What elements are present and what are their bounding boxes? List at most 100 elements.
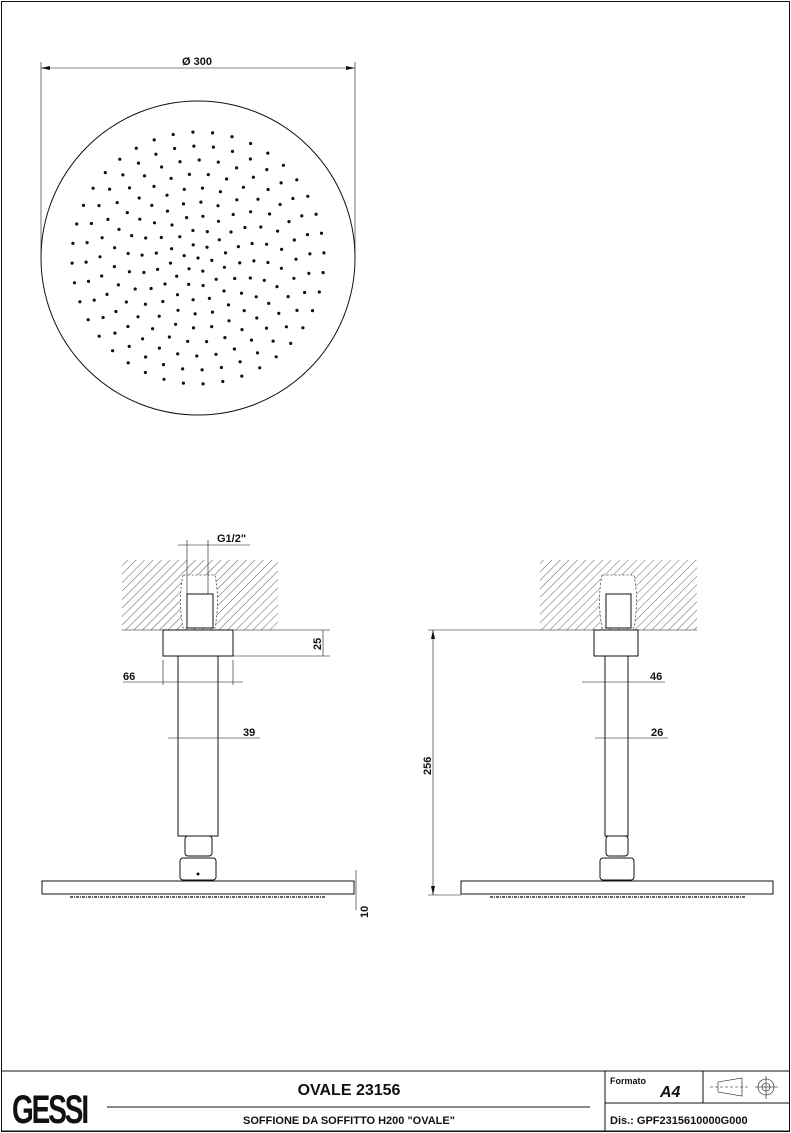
product-title: OVALE 23156 xyxy=(298,1082,401,1099)
nozzle-dot xyxy=(117,227,121,231)
nozzle-dot xyxy=(307,271,311,275)
nozzle-dot xyxy=(222,289,226,293)
nozzle-dot xyxy=(266,151,270,155)
nozzle-dot xyxy=(154,251,158,255)
nozzle-dot xyxy=(136,315,140,319)
nozzle-dot xyxy=(84,260,88,264)
nozzle-dot xyxy=(266,260,270,265)
nozzle-dot xyxy=(154,152,158,156)
nozzle-dot xyxy=(218,190,222,194)
nozzle-dot xyxy=(137,196,141,200)
nozzle-dot xyxy=(114,309,118,314)
nozzle-dot xyxy=(251,175,255,179)
flange-diameter-label: 66 xyxy=(123,671,135,683)
nozzle-dot xyxy=(221,379,225,384)
nozzle-dot xyxy=(113,246,117,250)
nozzle-dot xyxy=(201,214,205,218)
nozzle-dot xyxy=(152,221,157,225)
nozzle-dot xyxy=(276,229,280,233)
nozzle-dot xyxy=(108,187,112,191)
nozzle-dot xyxy=(97,204,101,208)
nozzle-dot xyxy=(127,344,131,348)
shower-plate xyxy=(460,880,774,895)
nozzle-dot xyxy=(185,216,189,220)
nozzle-dot xyxy=(279,266,283,270)
ceiling-arm-pipe xyxy=(604,655,629,837)
nozzle-dot xyxy=(225,177,229,181)
nozzle-dot xyxy=(231,212,235,217)
nozzle-dot xyxy=(211,131,215,135)
nozzle-dot xyxy=(171,132,175,137)
nozzle-dot xyxy=(303,290,307,295)
nozzle-dot xyxy=(81,203,86,207)
nozzle-dot xyxy=(130,234,134,238)
nozzle-dot xyxy=(200,368,204,372)
nozzle-dot xyxy=(163,282,167,286)
nozzle-dot xyxy=(319,231,324,235)
nozzle-dot xyxy=(144,236,148,240)
nozzle-dot xyxy=(201,269,205,273)
thread-label: G1/2" xyxy=(217,533,246,545)
nozzle-dot xyxy=(214,277,218,281)
nozzle-dot xyxy=(265,168,269,172)
connector xyxy=(184,835,213,857)
nozzle-dot xyxy=(274,355,278,359)
nozzle-dot xyxy=(195,354,199,358)
nozzle-dot xyxy=(294,257,298,261)
nozzle-dot xyxy=(140,253,144,257)
nozzle-dot xyxy=(105,292,109,296)
nozzle-dot xyxy=(216,219,221,223)
total-height-label: 256 xyxy=(422,757,434,775)
nozzle-dot xyxy=(111,349,115,353)
nozzle-dot xyxy=(223,336,227,340)
nozzle-dot xyxy=(249,141,253,146)
nozzle-dot xyxy=(143,302,147,306)
diameter-label: Ø 300 xyxy=(182,56,212,68)
nozzle-dot xyxy=(248,157,252,161)
nozzle-dot xyxy=(100,274,104,278)
nozzle-dot xyxy=(292,276,296,280)
nozzle-dot xyxy=(127,186,132,190)
nozzle-dot xyxy=(125,211,129,215)
nozzle-dot xyxy=(118,157,122,161)
nozzle-dot xyxy=(280,247,284,251)
nozzle-dot xyxy=(75,222,79,226)
nozzle-dot xyxy=(236,245,240,249)
nozzle-dot xyxy=(174,322,178,326)
nozzle-dot xyxy=(210,258,214,262)
nozzle-dot xyxy=(279,181,283,185)
nozzle-dot xyxy=(277,311,281,315)
nozzle-dot xyxy=(217,238,221,242)
nozzle-dot xyxy=(252,259,256,263)
nozzle-dot xyxy=(266,187,270,192)
nozzle-dot xyxy=(205,340,209,344)
nozzle-dot xyxy=(248,276,252,280)
nozzle-dot xyxy=(156,267,160,271)
nozzle-dot xyxy=(72,281,77,285)
nozzle-dot xyxy=(187,172,191,176)
nozzle-dot xyxy=(100,236,104,240)
nozzle-dot xyxy=(207,296,211,300)
nozzle-dot xyxy=(113,331,117,335)
nozzle-dot xyxy=(258,366,262,370)
nozzle-dot xyxy=(254,295,258,299)
ceiling-flange xyxy=(593,629,639,657)
nozzle-dot xyxy=(143,370,147,375)
title-block: GESSI OVALE 23156 SOFFIONE DA SOFFITTO H… xyxy=(1,1070,790,1132)
nozzle-dot xyxy=(85,241,89,245)
nozzle-dot xyxy=(211,145,215,149)
nozzle-dot xyxy=(192,144,196,148)
nozzle-dot xyxy=(175,293,180,297)
nozzle-dot xyxy=(161,363,166,367)
nozzle-dot xyxy=(162,377,166,381)
nozzle-dot xyxy=(103,171,107,175)
nozzle-dot xyxy=(178,160,182,164)
nozzle-dot xyxy=(255,316,259,320)
gessi-logo: GESSI xyxy=(12,1088,88,1132)
nozzle-dot xyxy=(242,309,246,313)
nozzle-dot xyxy=(238,360,242,364)
nozzle-dot xyxy=(240,374,244,378)
threaded-fitting xyxy=(605,593,632,629)
nozzle-dot xyxy=(150,203,154,207)
